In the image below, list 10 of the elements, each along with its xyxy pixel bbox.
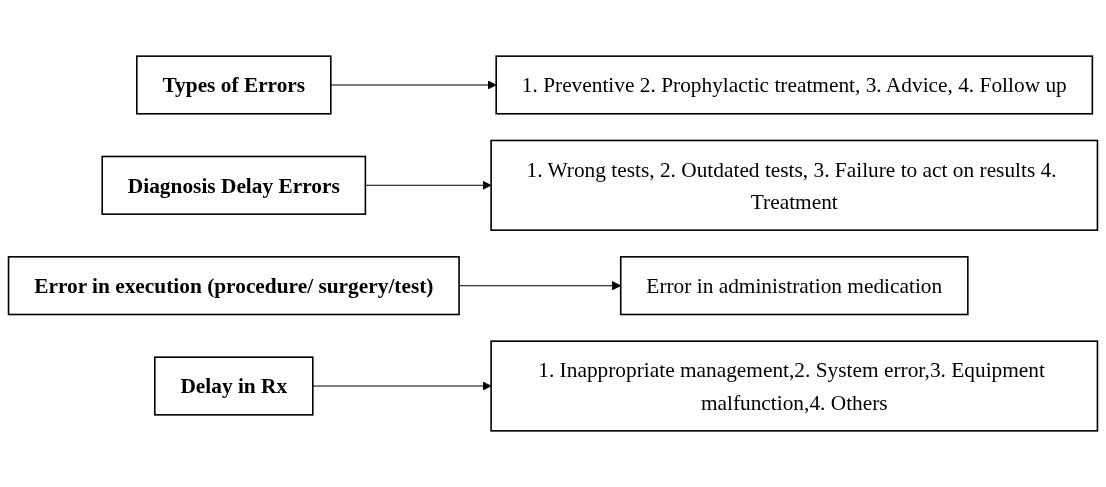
node-box: 1. Wrong tests, 2. Outdated tests, 3. Failure to act on results 4. Treatment	[490, 139, 1099, 231]
node-box: Error in administration medication	[619, 256, 969, 316]
node-box: 1. Inappropriate management,2. System error,3. Equipment malfunction,4. Others	[490, 340, 1099, 432]
node-box: Error in execution (procedure/ surgery/test)	[7, 256, 460, 316]
node-box: Types of Errors	[136, 55, 332, 115]
node-box: Diagnosis Delay Errors	[101, 155, 367, 215]
arrow	[312, 381, 492, 391]
node-box: 1. Preventive 2. Prophylactic treatment, 3. Advice, 4. Follow up	[495, 55, 1094, 115]
node-box: Delay in Rx	[154, 356, 314, 416]
arrow	[330, 80, 497, 90]
